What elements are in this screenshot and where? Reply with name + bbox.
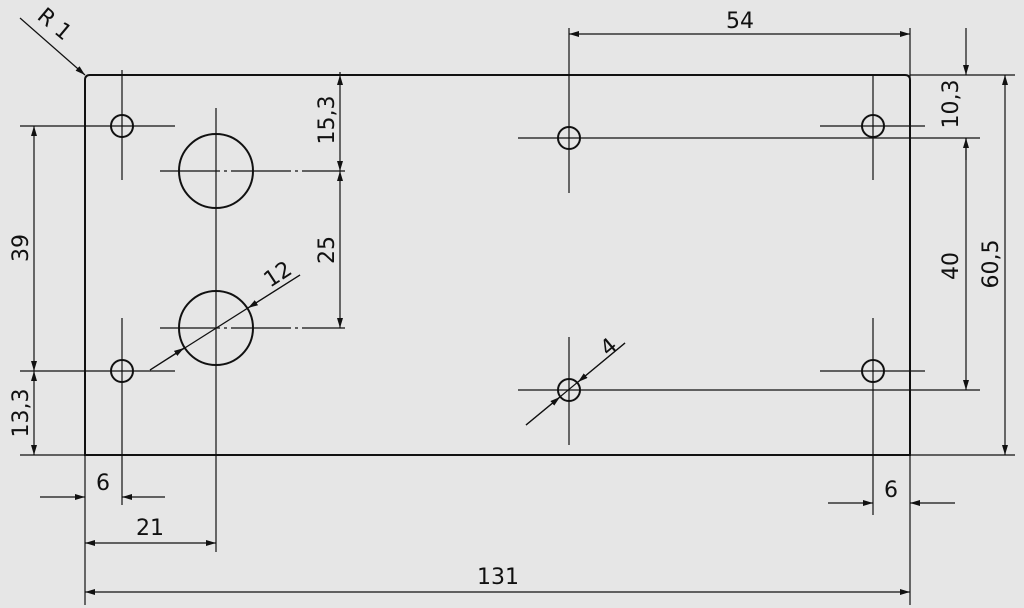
dim-large-hole-left-offset: 21	[136, 516, 164, 541]
centerlines	[20, 28, 1015, 605]
dim-overall-height: 60,5	[979, 240, 1004, 289]
dim-left-hole-pitch: 39	[9, 234, 34, 262]
dim-bottom-offset: 13,3	[9, 389, 34, 438]
dimension-lines	[19, 17, 1008, 595]
dim-corner-radius: R 1	[32, 3, 76, 45]
dimension-labels: R 1 54 10,3 40 60,5 15,3 25 12 4 39 13,3…	[9, 3, 1004, 590]
dim-large-hole-top-offset: 15,3	[315, 96, 340, 145]
dim-overall-width: 131	[477, 565, 519, 590]
dim-hole-spacing-top: 54	[726, 9, 754, 34]
dim-left-edge-offset: 6	[96, 471, 110, 496]
dim-large-hole-pitch: 25	[315, 236, 340, 264]
dim-large-hole-diameter: 12	[260, 257, 297, 293]
dim-top-offset: 10,3	[939, 80, 964, 129]
plate-outline	[84, 74, 911, 456]
holes	[110, 114, 885, 402]
dim-small-hole-diameter: 4	[596, 333, 623, 361]
dim-hole-pitch-vertical: 40	[939, 252, 964, 280]
dim-right-edge-offset: 6	[884, 478, 898, 503]
